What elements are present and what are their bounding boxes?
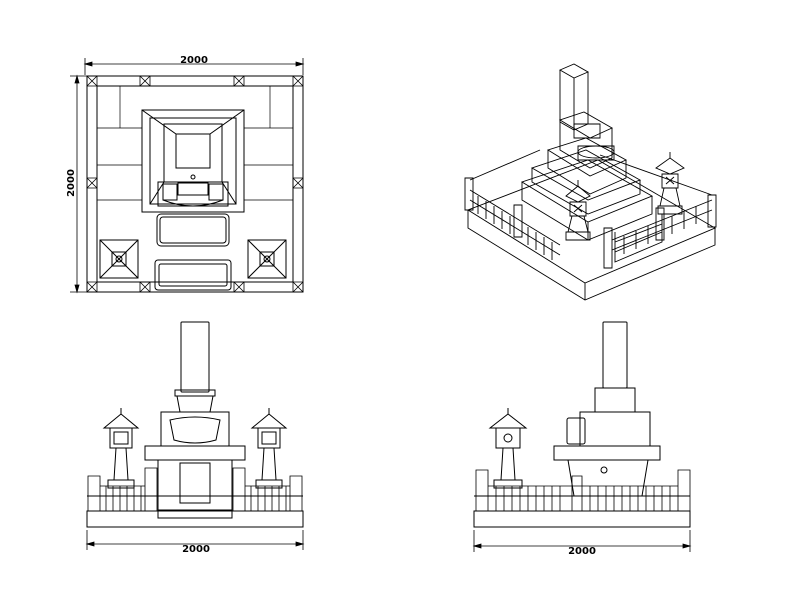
plan-front-step bbox=[155, 260, 231, 290]
iso-monument bbox=[522, 64, 662, 262]
iso-lantern-right bbox=[656, 152, 684, 214]
plan-fence-posts bbox=[87, 76, 303, 292]
plan-width-dimension bbox=[85, 58, 303, 75]
plan-lantern-left bbox=[100, 240, 138, 278]
iso-fence-left bbox=[465, 178, 560, 260]
side-width-label: 2000 bbox=[568, 546, 596, 557]
plan-depth-dimension bbox=[70, 76, 88, 292]
front-width-dimension bbox=[87, 530, 303, 550]
iso-fence-back bbox=[470, 150, 712, 195]
side-view: 2000 bbox=[474, 322, 690, 557]
side-monument bbox=[554, 322, 660, 496]
iso-lantern-left bbox=[566, 180, 590, 240]
plan-view: 2000 2000 bbox=[66, 55, 303, 292]
iso-base bbox=[468, 160, 715, 300]
front-lantern-right bbox=[252, 408, 286, 488]
front-lantern-left bbox=[104, 408, 138, 488]
side-fence bbox=[476, 470, 690, 511]
plan-width-label: 2000 bbox=[180, 55, 208, 66]
isometric-view bbox=[465, 64, 716, 300]
front-fence bbox=[88, 468, 302, 511]
front-base bbox=[87, 496, 303, 527]
front-width-label: 2000 bbox=[182, 544, 210, 555]
plan-lantern-right bbox=[248, 240, 286, 278]
front-monument bbox=[145, 322, 245, 518]
side-width-dimension bbox=[474, 530, 690, 552]
plan-depth-label: 2000 bbox=[66, 169, 77, 197]
plan-monument bbox=[142, 110, 244, 246]
side-lantern bbox=[490, 408, 526, 488]
front-view: 2000 bbox=[87, 322, 303, 555]
plan-paving bbox=[97, 86, 293, 200]
